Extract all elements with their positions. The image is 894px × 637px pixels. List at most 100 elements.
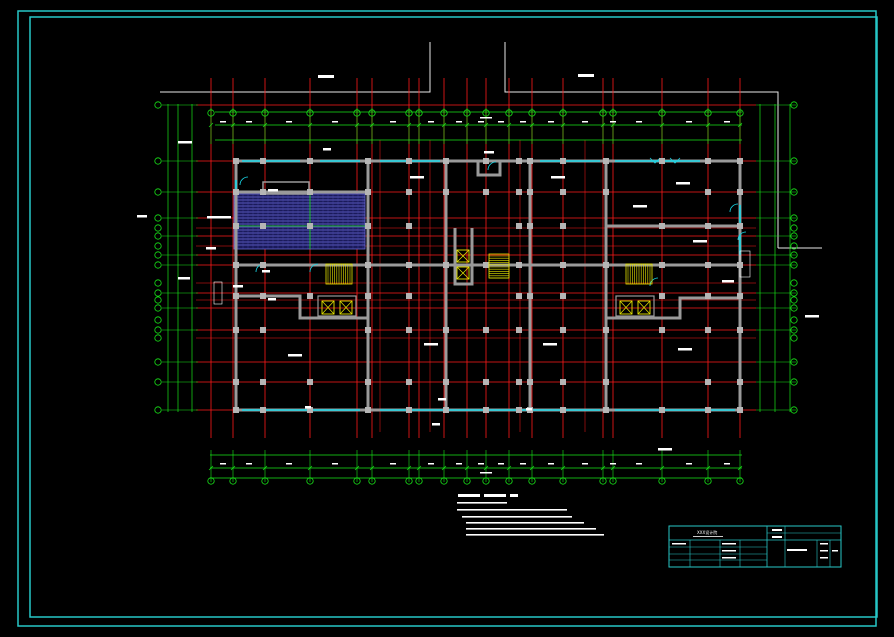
room-name-label [268,189,278,192]
axis-grid-lines [196,78,756,438]
axis-bubble [154,157,162,165]
axis-bubble [790,279,798,287]
axis-bubble [505,109,513,117]
door-swing [239,176,249,186]
axis-bubble [154,279,162,287]
axis-bubble [559,477,567,485]
dimension-tick [705,465,711,471]
column [516,223,522,229]
dimension-tick [560,465,566,471]
dimension-tick [307,465,313,471]
column [483,327,489,333]
axis-bubble [463,109,471,117]
dimension-text [582,121,588,123]
column [737,327,743,333]
dimension-tick [406,122,412,128]
column [443,189,449,195]
axis-bubble [440,477,448,485]
axis-bubble [415,109,423,117]
room-name-label [658,448,672,451]
column [603,327,609,333]
axis-bubble [207,477,215,485]
axis-bubble [229,109,237,117]
room-name-label [633,205,647,208]
room-name-label [693,240,707,243]
elevator-cross [321,300,335,315]
column [483,262,489,268]
room-name-label [551,176,565,179]
axis-bubble [154,296,162,304]
elevator [619,300,633,315]
column [260,158,266,164]
axis-bubble [405,477,413,485]
column [307,223,313,229]
axis-bubble [154,214,162,222]
elevator [637,300,651,315]
axis-bubble [505,477,513,485]
column [233,379,239,385]
dimension-tick [506,122,512,128]
column [365,379,371,385]
dimension-text [636,121,642,123]
axis-bubble [790,406,798,414]
axis-bubble [353,477,361,485]
axis-bubble [154,406,162,414]
axis-bubble [528,477,536,485]
column [233,158,239,164]
dimension-tick [506,465,512,471]
column [483,189,489,195]
axis-bubble [306,477,314,485]
column [260,379,266,385]
hatched-region [233,193,366,250]
column [737,223,743,229]
column [260,407,266,413]
dimension-text [220,121,226,123]
dimension-tick [529,465,535,471]
column [233,262,239,268]
dimension-tick [737,465,743,471]
axis-bubble [154,378,162,386]
column [365,189,371,195]
room-name-label [206,247,216,250]
dimension-tick [262,122,268,128]
dimension-tick [369,122,375,128]
dimension-tick [560,122,566,128]
dimension-text [498,121,504,123]
column [406,293,412,299]
dimension-text [456,463,462,465]
column [443,158,449,164]
column [307,407,313,413]
axis-bubble [790,157,798,165]
axis-bubble [658,477,666,485]
column [527,379,533,385]
dimension-text [636,463,642,465]
column [260,223,266,229]
title-block: XXX设计院 [668,525,842,568]
axis-bubble [790,224,798,232]
axis-bubble [415,477,423,485]
column [307,379,313,385]
dimension-tick [610,465,616,471]
dimension-lines [162,104,796,482]
dimension-text [480,472,492,474]
axis-bubble [790,101,798,109]
axis-bubble [154,188,162,196]
column [307,293,313,299]
column [516,327,522,333]
column [527,158,533,164]
elevator-cross [456,266,470,280]
axis-bubble [790,251,798,259]
column [365,293,371,299]
dimension-text [582,463,588,465]
axis-bubble [790,261,798,269]
dimension-text [220,463,226,465]
column [737,379,743,385]
dimension-tick [529,122,535,128]
column [483,379,489,385]
dimension-tick [464,465,470,471]
door-swing [729,203,739,213]
inner-frame-border [29,16,878,618]
room-name-label [424,343,438,346]
